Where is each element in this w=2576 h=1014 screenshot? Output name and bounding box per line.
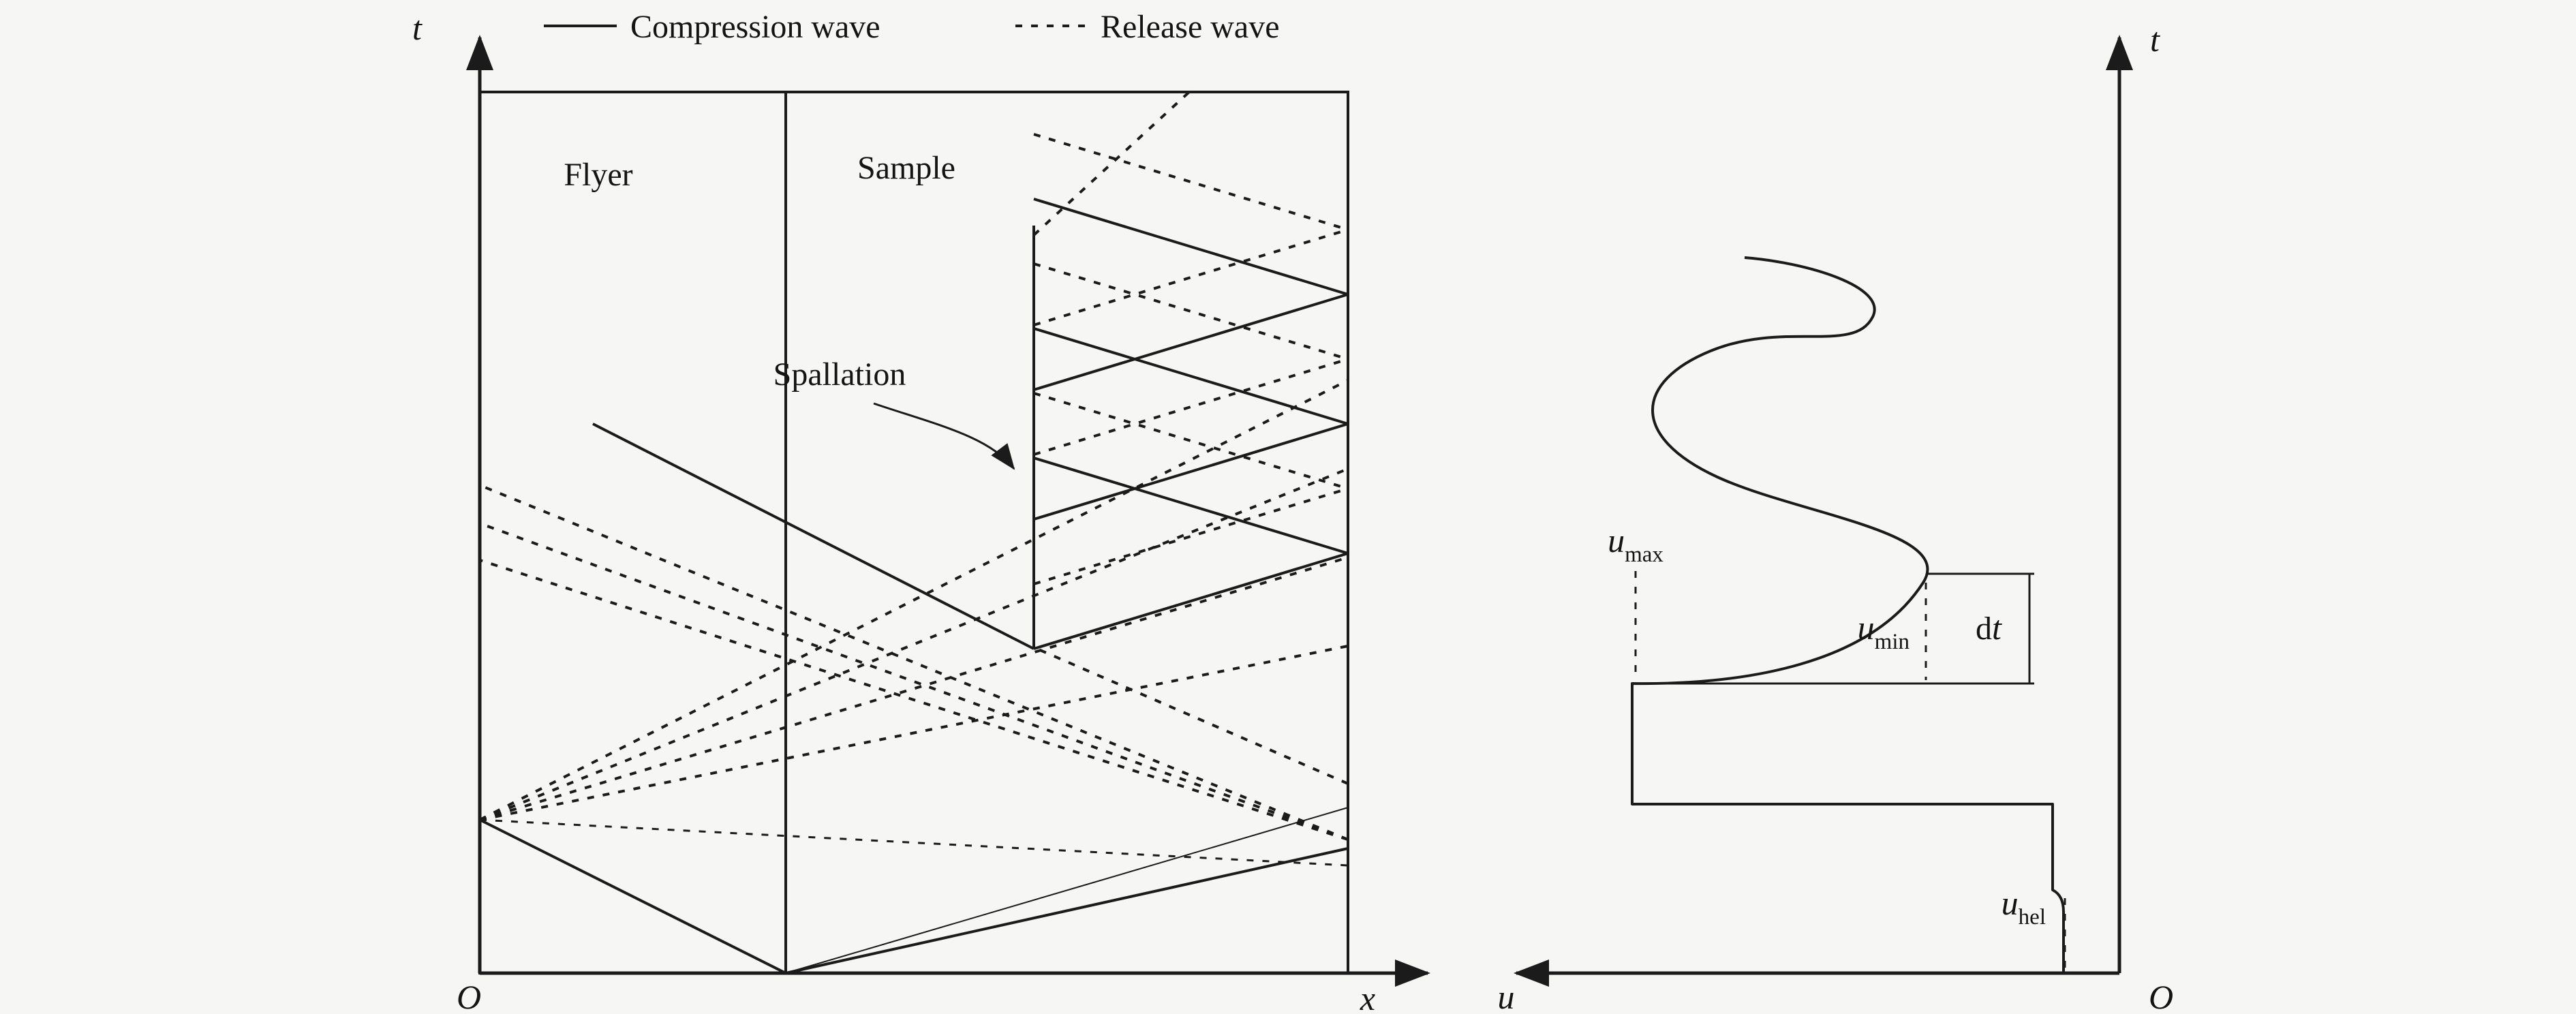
spallation-label: Spallation xyxy=(773,356,906,393)
wave-line-release xyxy=(479,379,1349,821)
u-min-label: umin xyxy=(1858,609,1910,654)
wave-line-release xyxy=(479,559,1349,841)
u-min-sub: min xyxy=(1875,630,1910,654)
u-hel-label: uhel xyxy=(2002,884,2046,929)
origin-label-left: O xyxy=(457,978,481,1014)
t-axis-label-right: t xyxy=(2150,20,2160,59)
u-axis-label: u xyxy=(1498,978,1515,1014)
wave-line-release xyxy=(479,645,1349,821)
wave-lines-group xyxy=(479,91,1349,974)
wave-line-release xyxy=(1033,133,1349,231)
u-hel-base: u xyxy=(2002,884,2019,922)
legend-release-label: Release wave xyxy=(1101,9,1280,45)
u-max-sub: max xyxy=(1625,542,1663,567)
dt-d: d xyxy=(1976,611,1992,647)
xt-diagram: t x O Flyer Sample Spallation xyxy=(412,9,1430,1014)
wave-line-release xyxy=(479,484,1349,841)
legend: Compression wave Release wave xyxy=(544,9,1280,45)
wave-line-release xyxy=(1033,487,1349,585)
u-max-label: umax xyxy=(1608,521,1663,567)
u-hel-sub: hel xyxy=(2019,905,2046,929)
wave-line-release xyxy=(479,522,1349,841)
sample-label: Sample xyxy=(857,150,955,186)
legend-compression-label: Compression wave xyxy=(630,9,880,45)
wave-line-compression xyxy=(479,818,786,974)
profile-markers-group xyxy=(1632,571,2066,971)
wave-line-release xyxy=(1033,646,1349,785)
wave-line-compression xyxy=(1033,552,1349,650)
u-max-base: u xyxy=(1608,521,1625,559)
u-min-base: u xyxy=(1858,609,1875,647)
wave-line-release xyxy=(1032,91,1191,236)
x-axis-label: x xyxy=(1360,979,1375,1014)
wave-line-compression xyxy=(1033,293,1349,391)
origin-label-right: O xyxy=(2149,978,2173,1014)
spallation-pointer-arrow xyxy=(873,402,1015,470)
wave-line-release xyxy=(479,556,1349,821)
wave-line-compression xyxy=(1033,198,1349,296)
wave-line-compression xyxy=(1033,457,1349,555)
flyer-label: Flyer xyxy=(564,157,632,193)
specimen-box xyxy=(478,91,1349,974)
dt-t: t xyxy=(1992,609,2002,647)
dt-label: dt xyxy=(1976,609,2002,647)
free-surface-velocity-curve xyxy=(1631,256,2065,973)
wave-line-compression xyxy=(785,807,1349,974)
velocity-profile-panel: t u O umax umin dt uhel xyxy=(1498,20,2174,1014)
wave-line-release xyxy=(479,467,1349,821)
wave-line-release xyxy=(479,818,1349,867)
wave-line-compression xyxy=(785,847,1349,974)
wave-line-compression xyxy=(1033,422,1349,521)
t-axis-label-left: t xyxy=(412,9,423,47)
wave-line-compression xyxy=(592,422,1034,650)
